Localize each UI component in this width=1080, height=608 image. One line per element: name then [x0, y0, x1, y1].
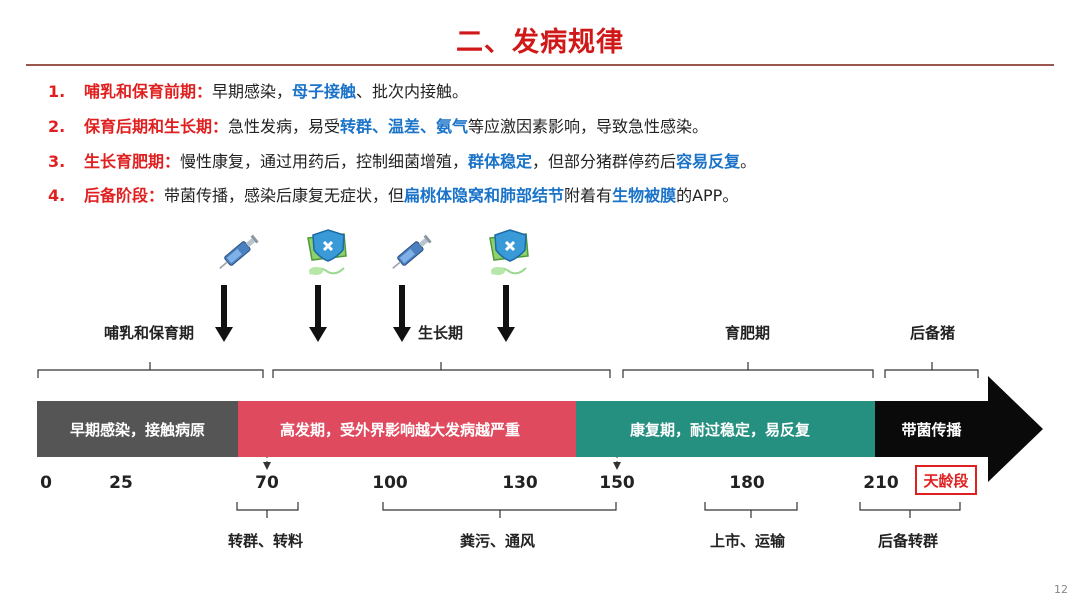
point-highlight: 转群、温差、氨气 — [340, 117, 469, 136]
point-highlight: 容易反复 — [676, 152, 741, 171]
point-heading: 哺乳和保育前期： — [84, 82, 213, 101]
point-heading: 保育后期和生长期： — [84, 117, 229, 136]
point-text: 。 — [740, 152, 757, 171]
age-badge: 天龄段 — [915, 465, 977, 495]
tick-label: 210 — [863, 473, 899, 493]
bottom-label: 粪污、通风 — [460, 532, 536, 550]
tick-label: 100 — [372, 473, 408, 493]
point-text: 带菌传播，感染后康复无症状，但 — [164, 186, 405, 205]
point-text: 等应激因素影响，导致急性感染。 — [468, 117, 709, 136]
syringe-icon — [219, 234, 259, 269]
point-text: ，但部分猪群停药后 — [532, 152, 677, 171]
stage-label: 后备猪 — [910, 324, 956, 342]
down-arrow-icon — [215, 285, 233, 342]
page-title: 二、发病规律 — [456, 27, 624, 58]
tick-label: 25 — [109, 473, 133, 493]
point-heading: 生长育肥期： — [84, 152, 181, 171]
point-2: 2. 保育后期和生长期：急性发病，易受转群、温差、氨气等应激因素影响，导致急性感染… — [48, 113, 708, 137]
tick-label: 130 — [502, 473, 538, 493]
down-arrow-icon — [309, 285, 327, 342]
bottom-label: 后备转群 — [878, 532, 939, 550]
stage-label: 生长期 — [418, 324, 464, 342]
point-text: 附着有 — [564, 186, 613, 205]
point-text: 、批次内接触。 — [356, 82, 469, 101]
point-highlight: 群体稳定 — [468, 152, 533, 171]
point-text: 急性发病，易受 — [228, 117, 341, 136]
syringe-icon — [392, 234, 432, 269]
stage-label: 育肥期 — [725, 324, 771, 342]
point-highlight: 生物被膜 — [612, 186, 677, 205]
timeline-segment: 带菌传播 — [875, 401, 988, 457]
bottom-label: 转群、转料 — [228, 532, 304, 550]
point-highlight: 母子接触 — [292, 82, 357, 101]
point-highlight: 扁桃体隐窝和肺部结节 — [404, 186, 565, 205]
tick-label: 70 — [255, 473, 279, 493]
tick-label: 0 — [40, 473, 52, 493]
down-arrow-icon — [497, 285, 515, 342]
tick-label: 180 — [729, 473, 765, 493]
point-number: 4. — [48, 186, 66, 205]
medicine-icon — [307, 229, 347, 275]
timeline-segment: 高发期，受外界影响越大发病越严重 — [238, 401, 576, 457]
point-4: 4. 后备阶段：带菌传播，感染后康复无症状，但扁桃体隐窝和肺部结节附着有生物被膜的… — [48, 182, 738, 206]
point-number: 1. — [48, 82, 66, 101]
top-braces — [37, 362, 979, 378]
point-number: 2. — [48, 117, 66, 136]
point-text: 的APP。 — [676, 186, 739, 205]
down-arrow-icon — [393, 285, 411, 342]
timeline-segment: 早期感染，接触病原 — [37, 401, 238, 457]
tick-label: 150 — [599, 473, 635, 493]
point-heading: 后备阶段： — [84, 186, 165, 205]
bottom-label: 上市、运输 — [710, 532, 786, 550]
page-number: 12 — [1054, 583, 1068, 596]
point-3: 3. 生长育肥期：慢性康复，通过用药后，控制细菌增殖，群体稳定，但部分猪群停药后容… — [48, 148, 756, 172]
medicine-icon — [489, 229, 529, 275]
point-number: 3. — [48, 152, 66, 171]
bottom-braces — [236, 502, 961, 518]
point-text: 早期感染， — [212, 82, 293, 101]
stage-label: 哺乳和保育期 — [104, 324, 195, 342]
title-divider — [26, 64, 1054, 66]
point-text: 慢性康复，通过用药后，控制细菌增殖， — [180, 152, 469, 171]
point-1: 1. 哺乳和保育前期：早期感染，母子接触、批次内接触。 — [48, 78, 468, 102]
timeline-segment: 康复期，耐过稳定，易反复 — [576, 401, 875, 457]
